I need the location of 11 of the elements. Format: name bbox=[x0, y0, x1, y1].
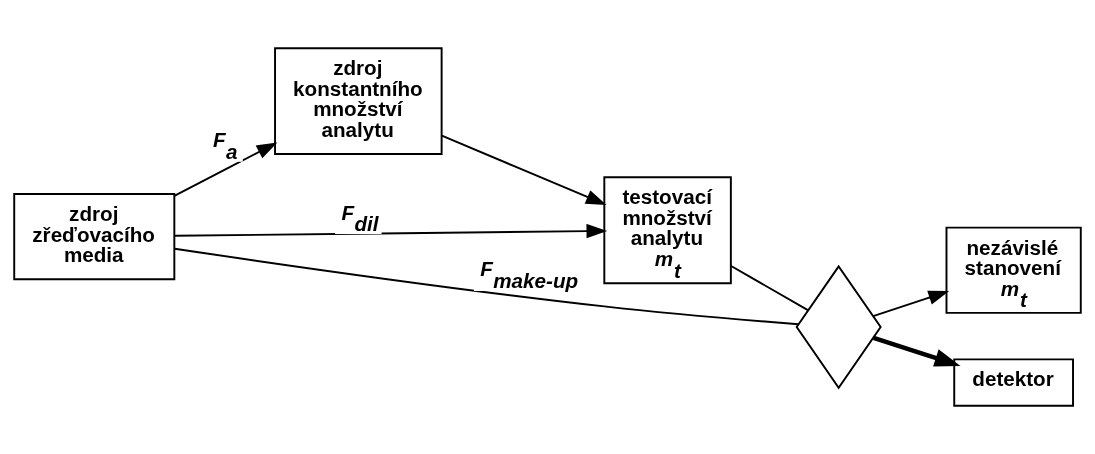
arrow bbox=[872, 290, 950, 318]
arrow bbox=[173, 223, 608, 239]
node-box: zdroj konstantního množství analytu bbox=[274, 47, 443, 155]
connector bbox=[173, 247, 800, 326]
node-box: detektor bbox=[953, 358, 1074, 407]
connector bbox=[730, 265, 809, 312]
node-box: zdroj zřeďovacího media bbox=[13, 193, 176, 281]
arrow bbox=[173, 142, 278, 197]
node-diamond bbox=[795, 264, 882, 390]
arrow bbox=[872, 335, 961, 367]
arrow bbox=[440, 134, 607, 206]
